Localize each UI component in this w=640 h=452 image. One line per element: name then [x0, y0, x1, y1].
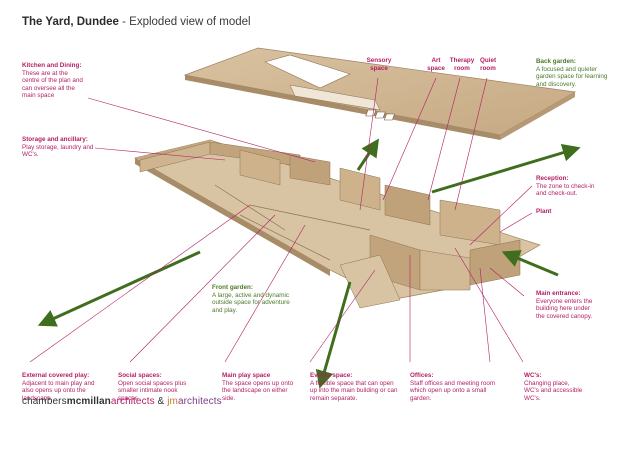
label-plant: Plant	[536, 208, 552, 215]
label-storage-ancillary: Storage and ancillary: Play storage, lau…	[22, 136, 94, 159]
label-leader-lines	[29, 77, 533, 363]
label-events-space: Events space: A flexible space that can …	[310, 372, 398, 402]
roof-slab	[183, 47, 577, 140]
circulation-arrows	[37, 138, 581, 389]
label-wcs: WC's: Changing place,WC's and accessible…	[524, 372, 583, 402]
architects-credit: chambersmcmillanarchitects & jmarchitect…	[22, 396, 222, 407]
flow-arrow-front-garden	[315, 281, 352, 389]
flow-arrow-back-garden	[431, 143, 581, 194]
flow-arrow-up	[356, 138, 379, 171]
label-front-garden: Front garden: A large, active and dynami…	[212, 284, 290, 314]
page-title: The Yard, Dundee - Exploded view of mode…	[22, 16, 251, 28]
flow-arrow-entrance	[501, 250, 559, 277]
label-external-covered-play: External covered play: Adjacent to main …	[22, 372, 95, 402]
flow-arrow-external	[37, 250, 201, 327]
ground-floor-model	[134, 139, 541, 309]
